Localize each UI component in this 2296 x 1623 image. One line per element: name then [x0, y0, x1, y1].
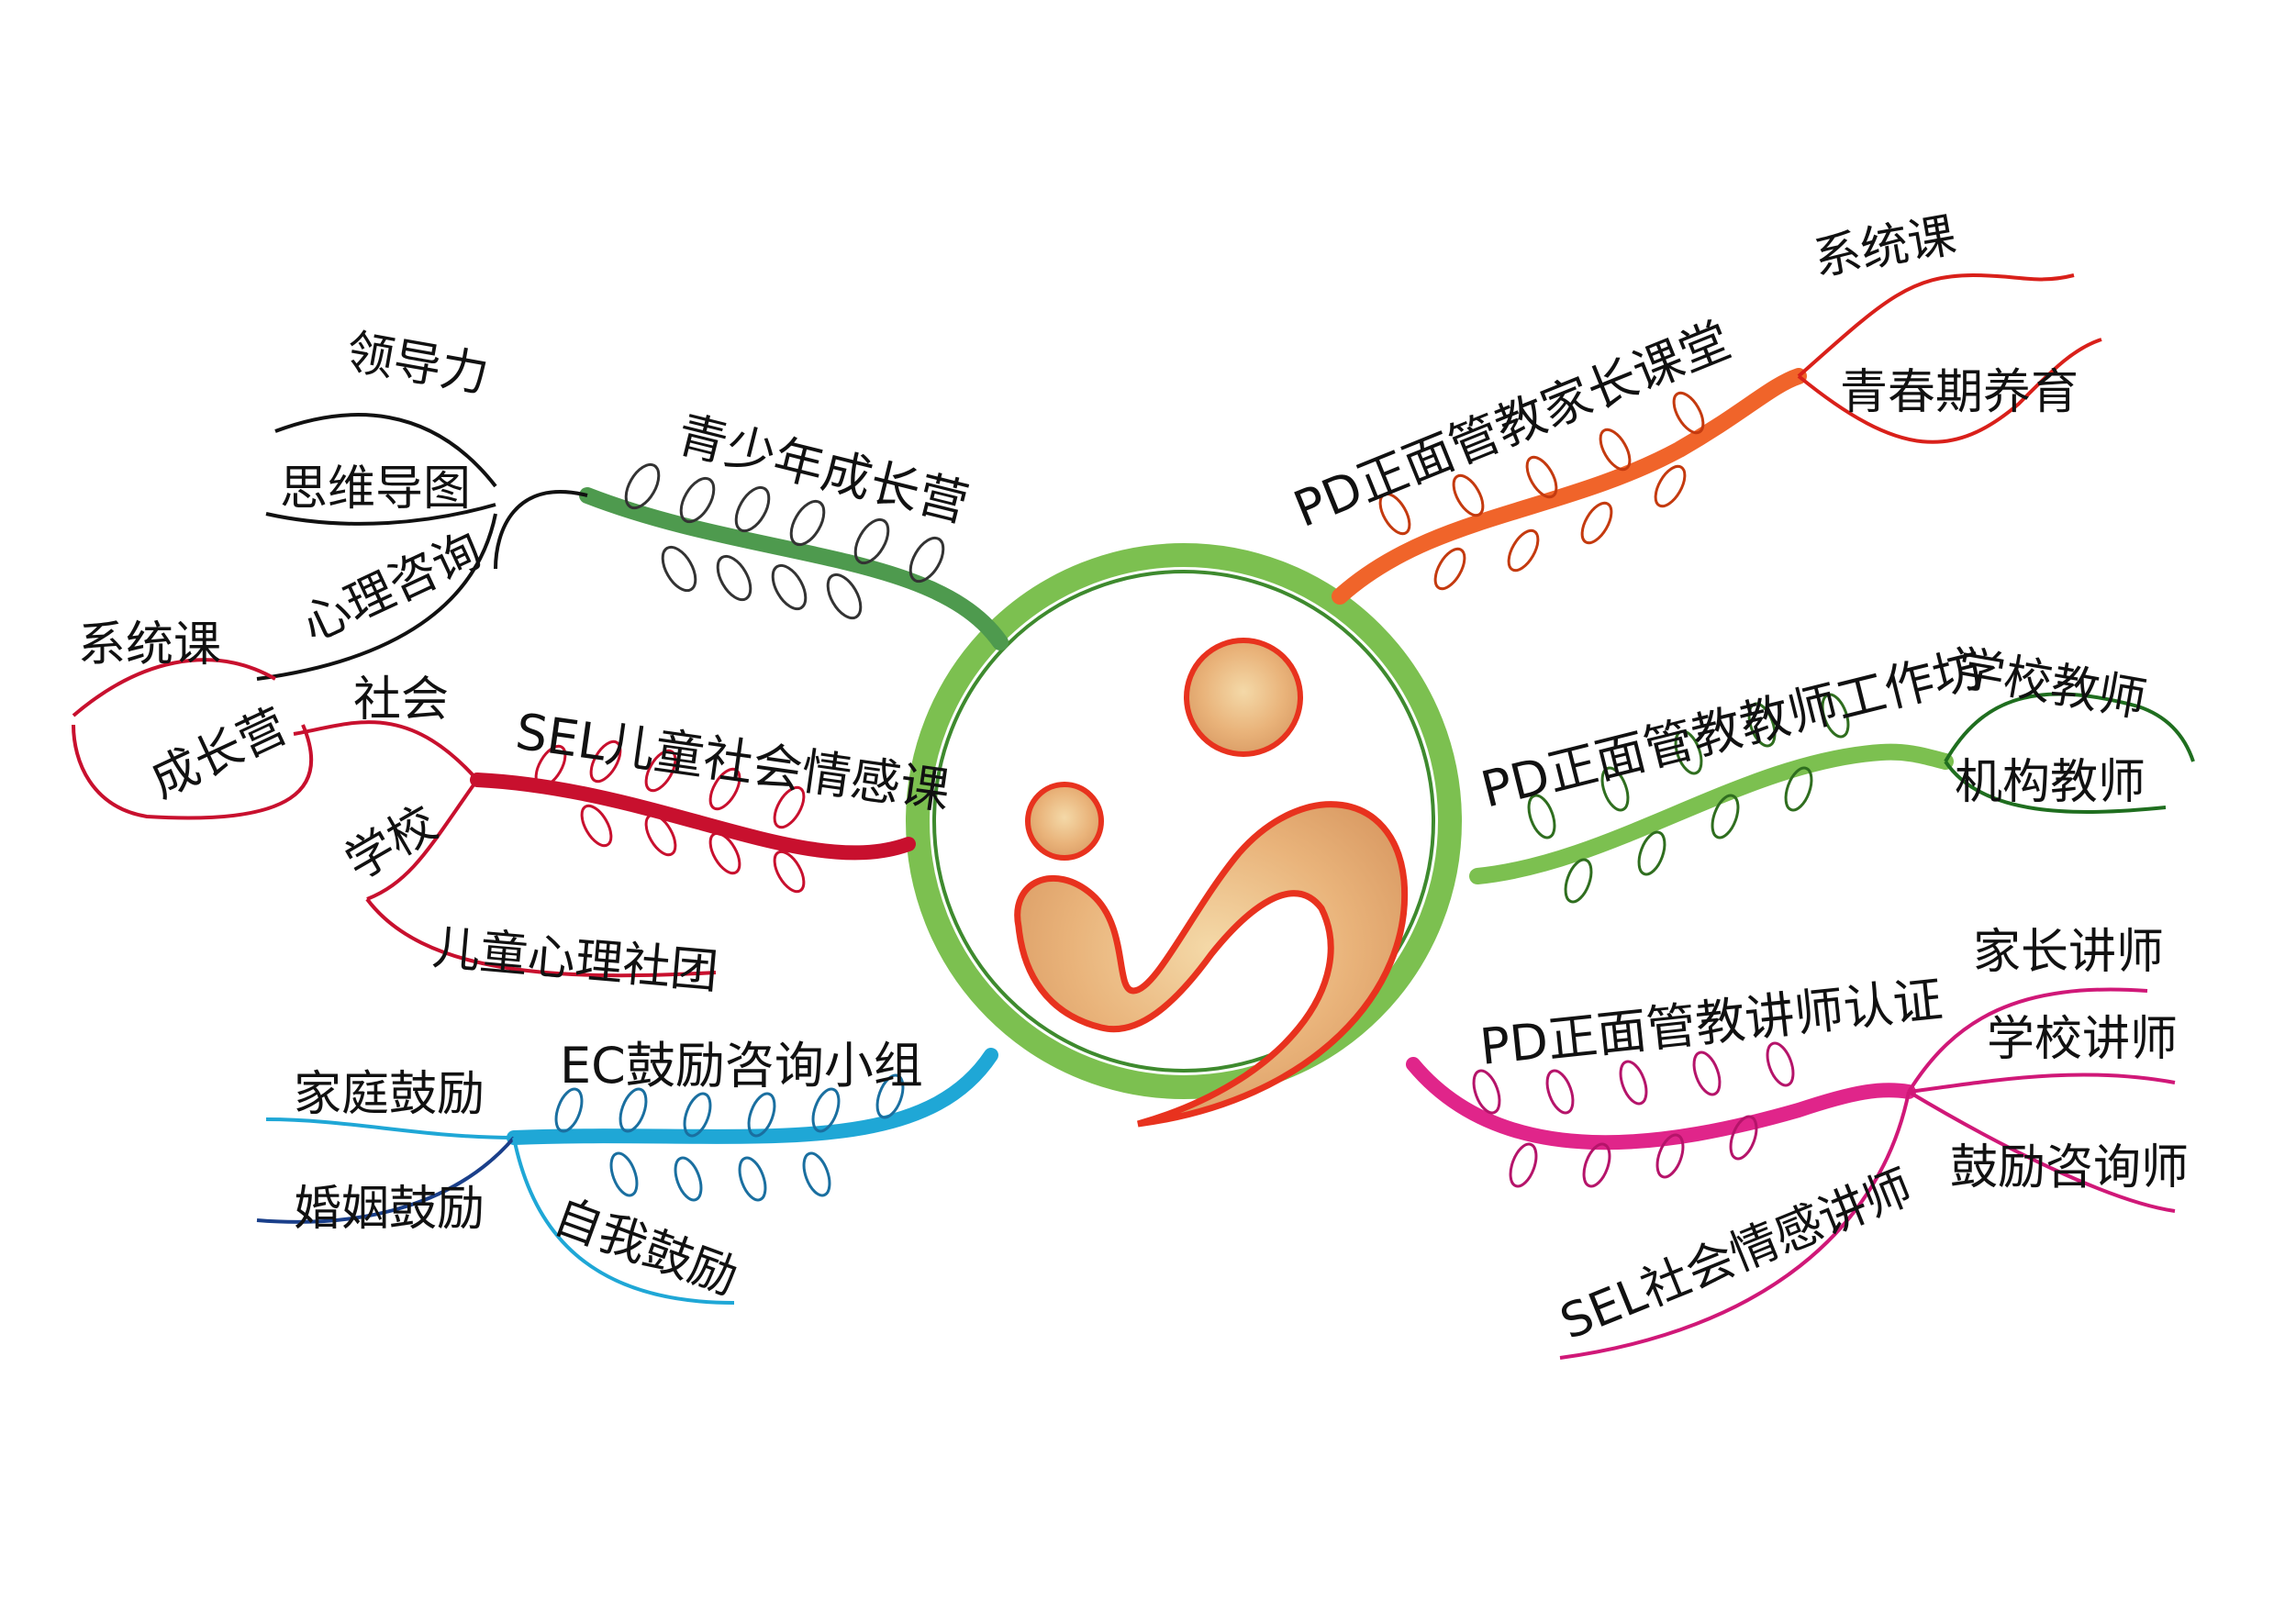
logo-body: [1014, 801, 1409, 1128]
branch-ec-group-vine: [507, 1048, 998, 1145]
child-society: 社会: [353, 673, 449, 728]
child-school: 学校: [337, 795, 447, 891]
branch-pd-teacher-vine: [1469, 743, 1954, 884]
child-psych-club: 儿童心理社团: [430, 920, 720, 1000]
sub-line-psych-club: [365, 897, 717, 978]
child-school-lecturer: 学校讲师: [1987, 1012, 2178, 1067]
sub-line-school-lecturer: [1908, 1073, 2176, 1094]
child-encouragement-counselor: 鼓励咨询师: [1950, 1140, 2189, 1195]
logo-head-large: [1184, 638, 1303, 757]
branch-ec-group: EC鼓励咨询小组 家庭鼓励 婚姻鼓励 自我鼓励: [256, 1037, 998, 1306]
branch-sel-children-vine: [470, 773, 916, 861]
branch-pd-teacher: PD正面管教教师工作坊 学校教师 机构教师: [1469, 639, 2195, 904]
child-marriage-encouragement: 婚姻鼓励: [294, 1182, 485, 1237]
child-adolescent-parenting: 青春期养育: [1840, 365, 2079, 420]
branch-youth-camp-vine: [579, 487, 1009, 650]
sub-line-school: [366, 778, 479, 901]
sub-line-system-course-right: [1797, 272, 2075, 378]
logo-head-small: [1025, 782, 1104, 861]
branch-pd-lecturer: PD正面管教讲师认证 家长讲师 学校讲师 鼓励咨询师 SEL社会情感讲师: [1406, 925, 2189, 1360]
child-school-teacher: 学校教师: [1953, 641, 2150, 728]
child-growth-camp: 成长营: [142, 698, 295, 808]
sub-line-society: [293, 720, 479, 782]
child-family-encouragement: 家庭鼓励: [294, 1067, 485, 1122]
logo-ring: [906, 543, 1462, 1099]
branch-sel-children: SEL儿童社会情感课 社会 成长营 学校 儿童心理社团: [72, 673, 953, 1000]
sub-line-counseling: [256, 513, 497, 681]
child-system-course-left: 系统课: [78, 617, 221, 673]
sub-connector: [494, 490, 588, 570]
child-leadership: 领导力: [342, 325, 493, 404]
sub-line-school-teacher: [1944, 692, 2195, 762]
branch-ec-group-label: EC鼓励咨询小组: [560, 1037, 923, 1095]
sub-line-self-encouragement: [512, 1137, 735, 1305]
branch-sel-children-label: SEL儿童社会情感课: [512, 702, 953, 820]
child-institution-teacher: 机构教师: [1955, 755, 2146, 810]
branch-youth-camp: 青少年成长营 领导力 思维导图 心理咨询 系统课: [72, 325, 1009, 717]
vine-leaves: [1472, 1041, 1795, 1188]
sub-line-family-encouragement: [265, 1117, 515, 1139]
branch-pd-parent: PD正面管教家长课堂 系统课 青春期养育: [1286, 208, 2102, 605]
sub-line-sel-lecturer: [1559, 1091, 1911, 1360]
sub-line-system-course-left: [72, 658, 276, 717]
vine-leaves: [554, 1073, 905, 1202]
sub-line-institution-teacher: [1944, 760, 2167, 814]
sub-line-marriage-encouragement: [256, 1136, 516, 1224]
sub-line-growth-camp: [72, 724, 314, 820]
sub-line-leadership: [274, 413, 497, 488]
branch-pd-parent-vine: [1332, 368, 1807, 605]
child-sel-lecturer: SEL社会情感讲师: [1553, 1160, 1920, 1351]
sub-line-parent-lecturer: [1907, 987, 2148, 1094]
branch-pd-lecturer-vine: [1406, 1057, 1916, 1151]
vine-leaves: [534, 739, 806, 894]
child-parent-lecturer: 家长讲师: [1973, 925, 2164, 980]
vine-leaves: [624, 462, 945, 620]
sub-line-adolescent-parenting: [1797, 338, 2102, 444]
vine-leaves: [1378, 391, 1705, 591]
sub-line-mindmap: [265, 503, 496, 526]
sub-line-encouragement-counselor: [1907, 1090, 2176, 1213]
vine-leaves: [1527, 693, 1850, 904]
child-system-course-right: 系统课: [1810, 208, 1960, 287]
child-mindmap: 思维导图: [280, 461, 471, 517]
logo-ring-inner: [932, 570, 1435, 1073]
child-self-encouragement: 自我鼓励: [547, 1189, 745, 1306]
central-logo: [906, 543, 1462, 1128]
